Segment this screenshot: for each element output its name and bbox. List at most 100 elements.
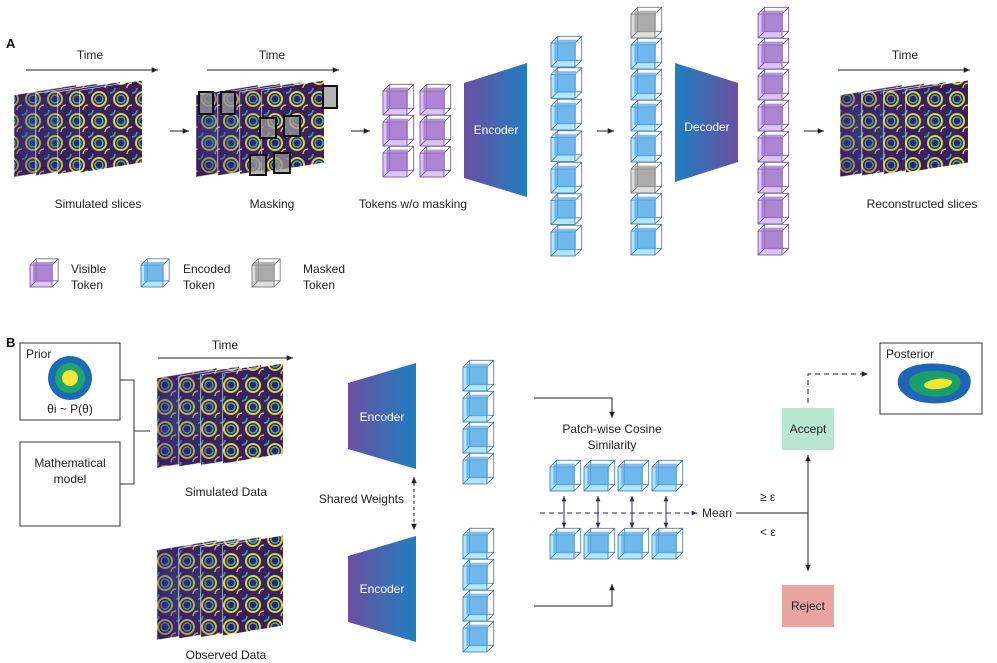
reconstructed-slices-label: Reconstructed slices — [867, 197, 978, 211]
decoded-token — [757, 161, 790, 194]
reject-box: Reject — [782, 585, 834, 627]
accept-box: Accept — [782, 408, 834, 450]
decoded-token — [757, 6, 790, 39]
posterior-label: Posterior — [886, 347, 934, 361]
encoded-token — [462, 359, 495, 392]
decoder-block-a: Decoder — [675, 63, 738, 182]
encoded-token — [617, 459, 650, 492]
encoder-label-b-bottom: Encoder — [360, 582, 405, 596]
decoded-token — [757, 223, 790, 256]
tokens-wo-masking-label: Tokens w/o masking — [359, 197, 467, 211]
legend-encoded-line1: Encoded — [183, 262, 230, 276]
encoded-token — [630, 192, 663, 225]
simulated-slices-label: Simulated slices — [55, 197, 142, 211]
panel-a-letter: A — [6, 36, 16, 51]
visible-token — [419, 83, 452, 116]
encoded-token — [630, 68, 663, 101]
encoded-tokens-column — [550, 35, 583, 257]
mask-boxes — [198, 85, 338, 176]
decoded-token — [757, 130, 790, 163]
threshold-branch — [736, 455, 811, 571]
encoded-token — [583, 527, 616, 560]
routing-arrows-b — [534, 397, 615, 607]
masking-label: Masking — [250, 197, 295, 211]
prior-model-bracket — [120, 379, 150, 485]
encoded-token — [462, 589, 495, 622]
ge-epsilon-label: ≥ ε — [760, 490, 776, 504]
encoded-token — [462, 421, 495, 454]
cosine-line2: Similarity — [588, 438, 637, 452]
encoded-token — [550, 224, 583, 257]
token-legend: Visible Token Encoded Token Masked Token — [29, 258, 345, 292]
reject-label: Reject — [791, 599, 826, 613]
legend-visible-line1: Visible — [71, 262, 106, 276]
math-model-line1: Mathematical — [34, 456, 105, 470]
visible-token — [382, 114, 415, 147]
encoded-token — [462, 390, 495, 423]
masked-token — [630, 161, 663, 194]
shared-weights-label: Shared Weights — [319, 492, 404, 506]
lt-epsilon-label: < ε — [760, 525, 776, 539]
legend-masked-token-icon — [251, 258, 281, 288]
shared-weights: Shared Weights — [319, 477, 417, 530]
time-axis-b: Time — [158, 338, 293, 361]
visible-token-icon — [29, 258, 59, 288]
masked-token-icon — [251, 258, 281, 288]
reconstructed-slices-stack — [839, 79, 969, 178]
panel-b-letter: B — [6, 335, 15, 350]
encoded-token — [630, 130, 663, 163]
decoder-label-a: Decoder — [684, 120, 729, 134]
simulated-data-slice-4 — [222, 362, 284, 465]
encoded-token — [550, 130, 583, 162]
decoded-token — [757, 68, 790, 101]
visible-token — [419, 114, 452, 147]
encoded-token — [462, 452, 495, 485]
time-label-1: Time — [77, 48, 104, 62]
encoded-token-icon — [140, 258, 170, 288]
time-axis-1: Time — [26, 48, 158, 73]
visible-token — [382, 145, 415, 178]
observed-data-label: Observed Data — [186, 648, 267, 662]
simulated-slice-4 — [79, 79, 143, 174]
time-label-3: Time — [892, 48, 919, 62]
encoded-tokens-simulated — [462, 359, 495, 485]
cosine-tokens-bottom-row — [549, 527, 684, 560]
prior-label: Prior — [26, 347, 51, 361]
decoded-token — [757, 192, 790, 225]
encoded-token — [550, 35, 583, 68]
decoded-tokens-column — [757, 6, 790, 256]
accept-label: Accept — [790, 422, 827, 436]
legend-visible-line2: Token — [71, 278, 103, 292]
posterior-box: Posterior — [879, 342, 983, 415]
encoded-and-mask-tokens-column — [630, 6, 663, 256]
observed-data-stack — [156, 534, 284, 641]
simulated-data-label: Simulated Data — [185, 485, 267, 499]
math-model-line2: model — [54, 472, 87, 486]
mean-label: Mean — [702, 506, 732, 520]
legend-masked-line1: Masked — [303, 262, 345, 276]
encoded-token — [462, 620, 495, 653]
encoded-token — [630, 99, 663, 132]
encoded-token — [462, 527, 495, 560]
encoder-label-b-top: Encoder — [360, 410, 405, 424]
encoded-token — [462, 558, 495, 591]
encoded-token — [550, 67, 583, 99]
encoder-block-b-bottom: Encoder — [348, 536, 416, 642]
visible-tokens-grid — [382, 83, 452, 178]
simulated-data-stack — [156, 362, 284, 469]
time-axis-3: Time — [838, 48, 970, 73]
encoded-token — [630, 223, 663, 256]
encoded-token — [630, 37, 663, 70]
prior-box: Prior θi ~ P(θ) — [19, 342, 121, 421]
encoded-token — [583, 459, 616, 492]
encoded-token — [651, 527, 684, 560]
time-axis-2: Time — [207, 48, 339, 73]
encoded-token — [550, 161, 583, 194]
time-label-b: Time — [212, 338, 239, 352]
cosine-tokens-top-row — [549, 459, 684, 492]
observed-data-slice-4 — [222, 534, 284, 637]
legend-visible-token-icon — [29, 258, 59, 288]
legend-encoded-line2: Token — [183, 278, 215, 292]
encoded-token — [549, 527, 582, 560]
